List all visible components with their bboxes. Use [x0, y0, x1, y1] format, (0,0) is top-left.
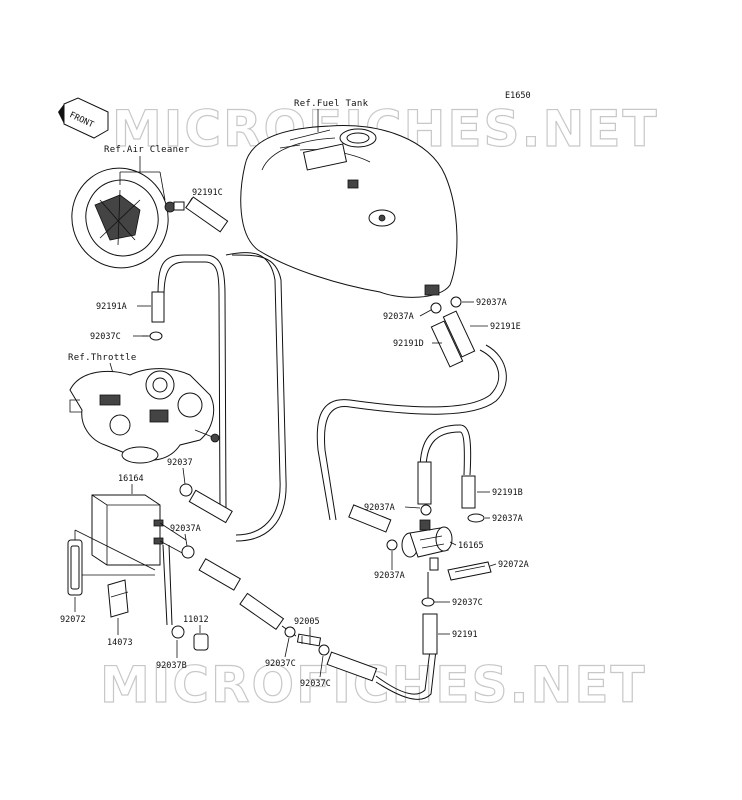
part-label-92191e: 92191E: [490, 322, 521, 332]
part-label-92037a-tank-left: 92037A: [383, 312, 414, 322]
throttle-body: [69, 368, 220, 464]
diagram-code: E1650: [505, 91, 531, 101]
part-label-16165: 16165: [458, 541, 484, 551]
part-label-92037c-b: 92037C: [265, 659, 296, 669]
part-label-11012: 11012: [183, 615, 209, 625]
part-label-16164: 16164: [118, 474, 144, 484]
part-label-92037a-filter-right: 92037A: [492, 514, 523, 524]
part-label-92072: 92072: [60, 615, 86, 625]
part-label-92037c-d: 92037C: [452, 598, 483, 608]
part-label-92191c: 92191C: [192, 188, 223, 198]
part-label-92037: 92037: [167, 458, 193, 468]
part-label-92037a-canister: 92037A: [170, 524, 201, 534]
fuel-filter-16165: [401, 519, 453, 571]
bracket-14073: [107, 579, 129, 618]
fuel-tank: [240, 124, 458, 298]
part-label-14073: 14073: [107, 638, 133, 648]
ref-fuel-tank-label: Ref.Fuel Tank: [294, 99, 369, 109]
ref-throttle-label: Ref.Throttle: [68, 353, 137, 363]
part-label-92191: 92191: [452, 630, 478, 640]
air-cleaner: [71, 167, 185, 269]
front-arrow-icon: FRONT: [58, 97, 109, 139]
ref-air-cleaner-label: Ref.Air Cleaner: [104, 145, 190, 155]
part-label-92191b: 92191B: [492, 488, 523, 498]
part-label-92005: 92005: [294, 617, 320, 627]
bracket-92072a: [447, 561, 492, 581]
part-label-92037b: 92037B: [156, 661, 187, 671]
part-label-92037a-tank-right: 92037A: [476, 298, 507, 308]
part-label-92191d: 92191D: [393, 339, 424, 349]
bracket-92072: [67, 539, 83, 596]
part-label-92037c-a: 92037C: [90, 332, 121, 342]
part-label-92037a-filter-top: 92037A: [364, 503, 395, 513]
part-label-92037a-filter-bottom: 92037A: [374, 571, 405, 581]
canister: [91, 494, 164, 566]
joint-92005: [296, 633, 322, 647]
part-label-92037c-c: 92037C: [300, 679, 331, 689]
part-label-92191a: 92191A: [96, 302, 127, 312]
watermark-bottom: MICROFICHES.NET: [100, 656, 647, 714]
part-label-92072a: 92072A: [498, 560, 529, 570]
